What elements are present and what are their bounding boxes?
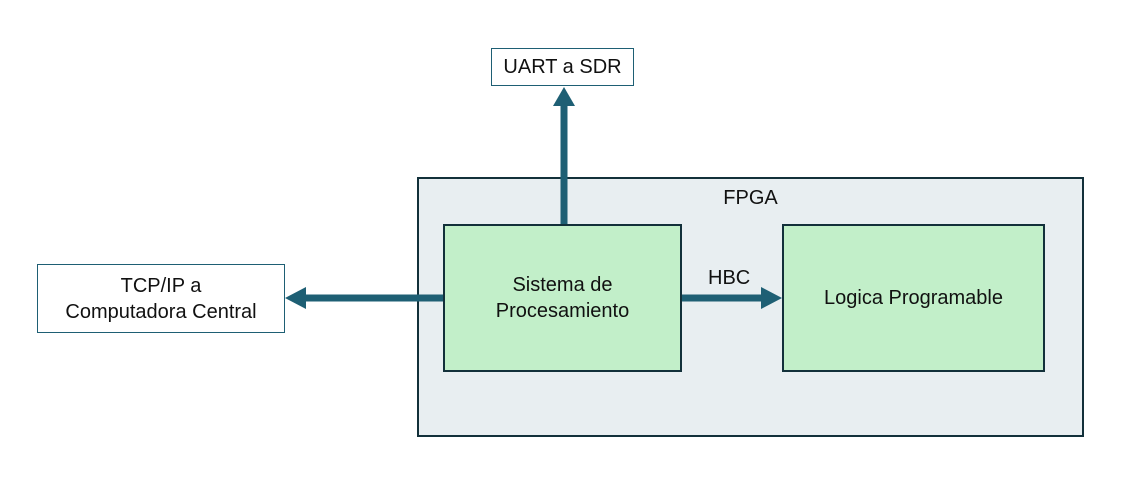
- arrow-to-tcp-ip: [285, 287, 443, 309]
- tcp-ip-box: TCP/IP a Computadora Central: [37, 264, 285, 333]
- tcp-ip-label-line2: Computadora Central: [65, 300, 257, 323]
- processing-label-line1: Sistema de: [512, 274, 613, 296]
- uart-sdr-box: UART a SDR: [491, 48, 634, 86]
- arrow-to-uart: [553, 87, 575, 224]
- hbc-label: HBC: [708, 267, 751, 289]
- uart-sdr-label: UART a SDR: [503, 56, 622, 78]
- fpga-label: FPGA: [723, 187, 778, 209]
- processing-label-line2: Procesamiento: [495, 300, 630, 322]
- arrow-hbc-to-logic: [682, 287, 782, 309]
- processing-system-block: Sistema de Procesamiento: [443, 224, 682, 372]
- tcp-ip-label-line1: TCP/IP a: [120, 274, 202, 297]
- programmable-logic-label: Logica Programable: [824, 287, 1003, 309]
- programmable-logic-block: Logica Programable: [782, 224, 1045, 372]
